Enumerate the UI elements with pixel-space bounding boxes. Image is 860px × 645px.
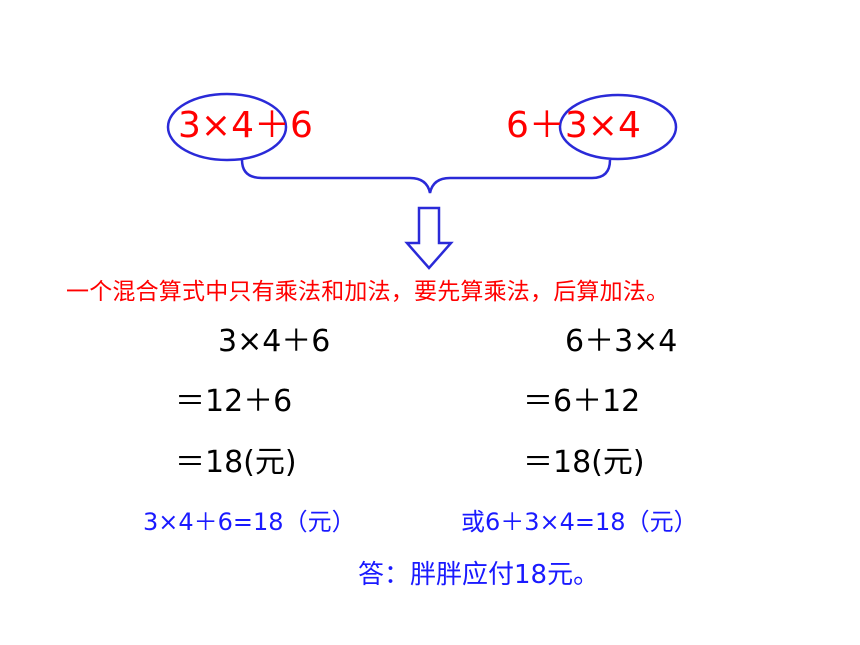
calc-left-line-1: 3×4＋6: [218, 324, 331, 359]
combined-equation-2: 或6＋3×4=18（元）: [461, 508, 698, 536]
calc-left-line-3: ＝18(元): [175, 445, 297, 480]
down-arrow-icon: [404, 206, 454, 270]
combined-equation-1: 3×4＋6=18（元）: [143, 508, 356, 536]
bracket-icon: [240, 159, 612, 194]
rule-statement: 一个混合算式中只有乘法和加法，要先算乘法，后算加法。: [66, 279, 670, 305]
calc-right-line-1: 6＋3×4: [565, 324, 678, 359]
expression-left: 3×4＋6: [178, 105, 313, 146]
calc-right-line-3: ＝18(元): [523, 445, 645, 480]
highlight-ellipse-left: [166, 92, 288, 162]
answer-statement: 答：胖胖应付18元。: [358, 560, 600, 590]
expression-right: 6＋3×4: [506, 105, 641, 146]
highlight-ellipse-right: [558, 93, 678, 161]
calc-right-line-2: ＝6＋12: [523, 384, 641, 419]
calc-left-line-2: ＝12＋6: [175, 384, 293, 419]
